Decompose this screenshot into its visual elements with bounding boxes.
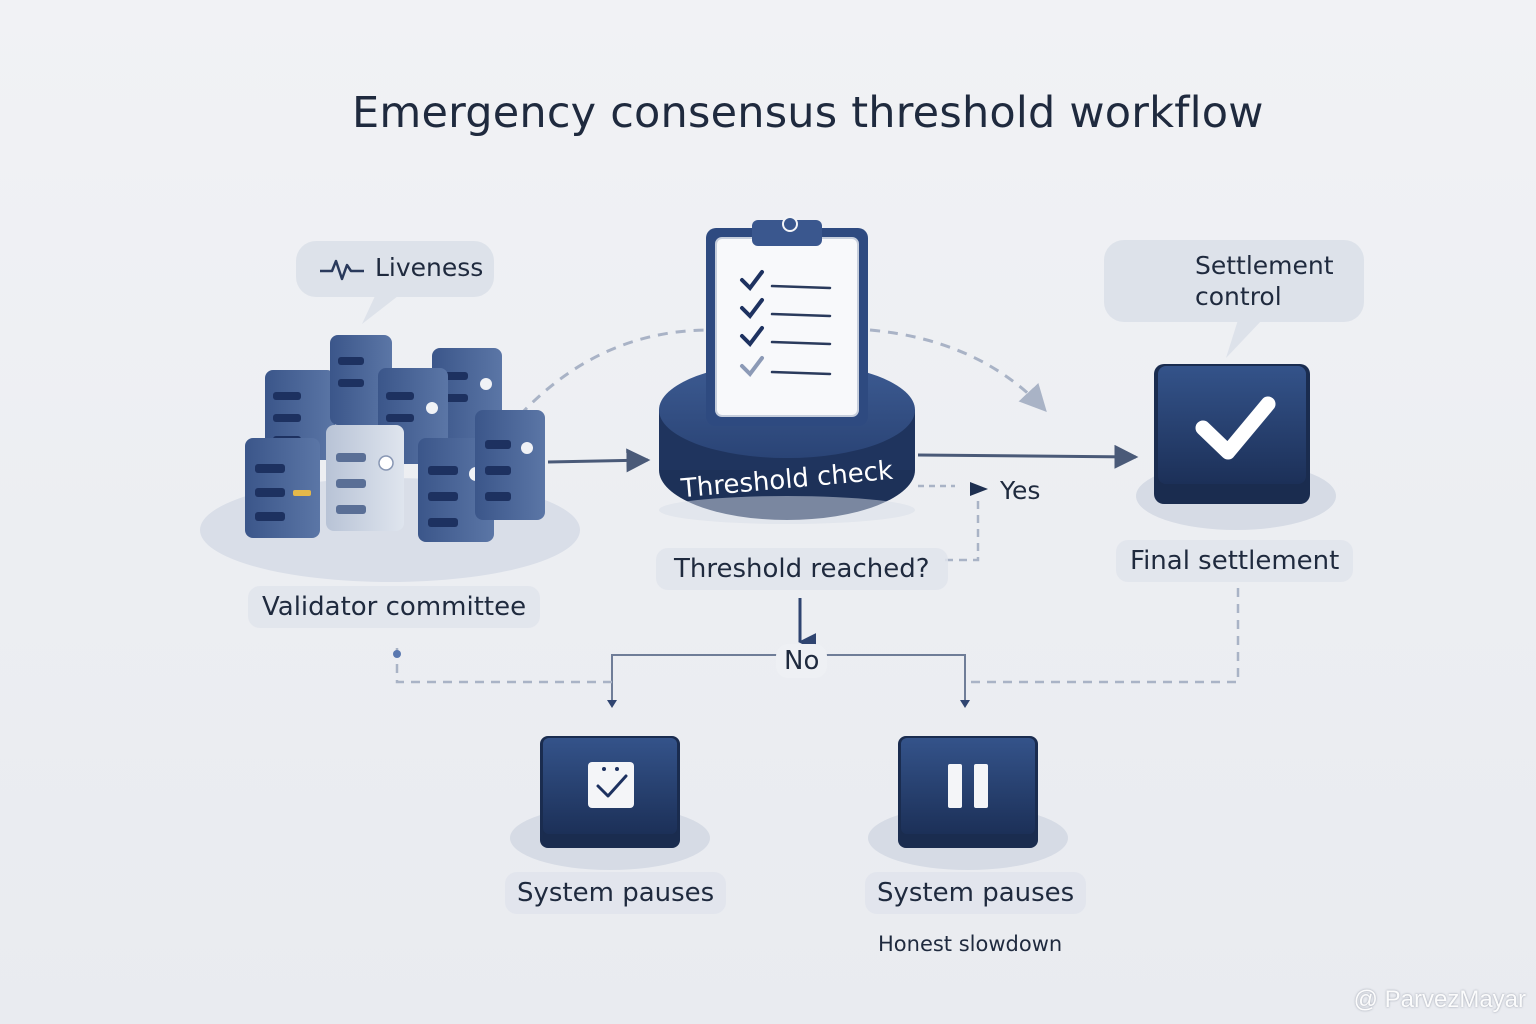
threshold-reached-label: Threshold reached? bbox=[656, 548, 948, 590]
yes-pointer-head bbox=[970, 482, 988, 496]
system-pauses-left-label: System pauses bbox=[505, 872, 727, 914]
liveness-callout: Liveness bbox=[296, 241, 494, 297]
validator-cluster-icon bbox=[200, 335, 580, 582]
system-pauses-left-icon bbox=[510, 736, 710, 870]
final-settlement-label: Final settlement bbox=[1116, 540, 1354, 582]
settlement-control-line1: Settlement bbox=[1195, 251, 1334, 280]
liveness-callout-tail bbox=[362, 296, 398, 324]
clipboard-icon bbox=[706, 216, 868, 426]
yes-label: Yes bbox=[1000, 476, 1041, 505]
page-title: Emergency consensus threshold workflow bbox=[352, 88, 1264, 138]
no-left-arrowhead bbox=[607, 700, 617, 708]
validator-committee-label: Validator committee bbox=[248, 586, 541, 628]
dashed-validator-feedback bbox=[395, 648, 612, 684]
final-settlement-check-icon bbox=[1136, 364, 1336, 530]
arrow-cluster-to-check bbox=[547, 448, 651, 473]
liveness-label: Liveness bbox=[375, 253, 484, 282]
dashed-validator-dot bbox=[393, 650, 401, 658]
dashed-settlement-feedback bbox=[965, 588, 1240, 684]
system-pauses-right-label: System pauses bbox=[865, 872, 1087, 914]
no-branch-lines bbox=[611, 654, 966, 702]
settlement-control-line2: control bbox=[1195, 282, 1282, 311]
watermark-text: @ ParvezMayar bbox=[1353, 986, 1526, 1013]
heartbeat-icon bbox=[320, 259, 364, 281]
no-right-arrowhead bbox=[960, 700, 970, 708]
no-label: No bbox=[776, 644, 828, 678]
arrow-check-to-settlement bbox=[917, 444, 1139, 469]
yes-dashed-branch bbox=[945, 498, 980, 562]
system-pauses-right-icon bbox=[868, 736, 1068, 870]
honest-slowdown-label: Honest slowdown bbox=[878, 932, 1063, 956]
settlement-control-callout: Settlement control bbox=[1104, 240, 1364, 322]
settlement-callout-tail bbox=[1226, 320, 1262, 358]
dashed-arc-left bbox=[518, 328, 711, 417]
dashed-arc-right bbox=[869, 328, 1047, 412]
